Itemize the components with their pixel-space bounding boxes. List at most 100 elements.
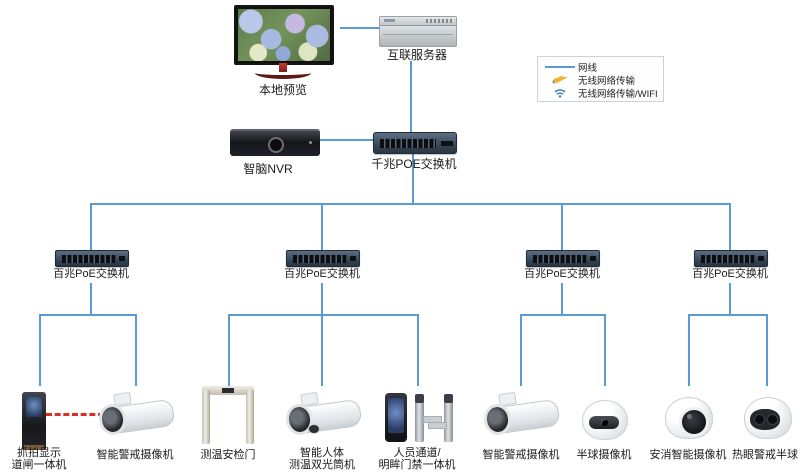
switch-uplink-port (758, 256, 764, 261)
turnstile-right-arm (428, 422, 447, 429)
label-line1: 智能警戒摄像机 (96, 449, 174, 461)
face-terminal-screen (388, 398, 404, 433)
switch-uplink-port (590, 256, 596, 261)
switch-ports (533, 255, 587, 263)
bullet-camera-1-label: 智能警戒摄像机 (97, 449, 174, 461)
access-switch-3-label: 百兆PoE交换机 (524, 268, 600, 280)
turnstile-left-post (415, 400, 424, 442)
thermal-dome-label: 热眼警戒半球 (732, 449, 798, 461)
bullet-camera-2-label: 智能警戒摄像机 (483, 449, 560, 461)
barrier-arm (46, 413, 104, 416)
cable-drop-4 (321, 316, 323, 386)
server-seam (383, 34, 453, 35)
monitor-label: 本地预览 (258, 83, 308, 97)
turnstile-left-cap (415, 394, 424, 403)
turret-camera-device (662, 394, 714, 444)
core-switch-ports (380, 139, 436, 148)
server-vents (426, 19, 452, 23)
label-line2: 测温双光筒机 (289, 459, 355, 471)
label-line2: 明眸门禁一体机 (378, 459, 456, 471)
cable-stem-2 (321, 205, 323, 250)
gate-right-post (246, 390, 254, 444)
dome-lens (601, 419, 608, 426)
security-gate-device (202, 386, 254, 444)
label-line1: 测温安检门 (200, 449, 256, 461)
label-line1: 半球摄像机 (576, 449, 632, 461)
switch-uplink-port (119, 256, 125, 261)
label-line1: 智能人体 (300, 447, 344, 459)
legend-wireless-item: 无线网络传输 (542, 73, 659, 87)
turret-lens-glint (687, 414, 692, 419)
barrier-gate-device (22, 392, 46, 450)
access-switch-4 (694, 250, 768, 267)
barrier-gate-screen (26, 397, 42, 417)
barrier-gate-base (24, 445, 44, 450)
cable-drop-1 (39, 316, 41, 386)
monitor-picture (238, 9, 330, 61)
legend-wifi-item: 无线网络传输/WIFI (542, 86, 659, 100)
server-device (379, 16, 457, 47)
bullet-camera-2 (479, 388, 563, 442)
cable-branch-3 (520, 314, 606, 316)
cable-drop-3 (228, 316, 230, 386)
cable-core-trunk (412, 152, 414, 205)
access-switch-1 (55, 250, 129, 267)
server-logo (384, 19, 395, 22)
cable-drop-7 (604, 316, 606, 386)
cable-line-icon (542, 65, 578, 68)
access-switch-2 (286, 250, 360, 267)
thermal-lens-1 (754, 414, 765, 425)
thermal-lens-2 (767, 414, 778, 425)
legend-cable-label: 网线 (578, 62, 598, 74)
monitor-screen (234, 5, 334, 65)
dome-camera-device (580, 398, 628, 444)
cable-branch-4 (688, 314, 768, 316)
switch-ports (293, 255, 347, 263)
cable-drop-5 (417, 316, 419, 386)
camera-second-lens (308, 424, 320, 434)
cable-server-down (410, 61, 412, 132)
cable-substem-1 (90, 283, 92, 316)
thermal-dome-device (741, 394, 793, 444)
cable-substem-2 (321, 283, 323, 316)
cable-stem-4 (729, 205, 731, 250)
core-switch-device (373, 132, 457, 154)
cable-stem-3 (561, 205, 563, 250)
wifi-icon (542, 87, 578, 98)
cable-substem-4 (729, 283, 731, 316)
cable-nvr-core (320, 139, 373, 141)
gate-display (222, 388, 234, 393)
cable-substem-3 (561, 283, 563, 316)
thermal-bullet-camera (281, 388, 365, 442)
label-line1: 热眼警戒半球 (732, 449, 798, 461)
monitor-device (234, 5, 334, 81)
cable-stem-1 (90, 205, 92, 250)
access-switch-3 (526, 250, 600, 267)
turnstile-right-post (444, 400, 453, 442)
access-terminal-label: 人员通道/ 明眸门禁一体机 (379, 447, 456, 471)
legend-wifi-label: 无线网络传输/WIFI (578, 88, 658, 100)
label-line1: 安消智能摄像机 (649, 449, 727, 461)
access-switch-1-label: 百兆PoE交换机 (53, 268, 129, 280)
dome-camera-label: 半球摄像机 (577, 449, 632, 461)
bullet-camera-1 (94, 388, 178, 442)
cable-branch-1 (39, 314, 137, 316)
monitor-stand-base (255, 67, 311, 79)
nvr-label: 智脑NVR (243, 162, 293, 176)
barrier-gate-label: 抓拍显示 道闸一体机 (12, 447, 67, 471)
switch-ports (701, 255, 755, 263)
lightning-icon (542, 74, 578, 85)
cable-drop-8 (688, 316, 690, 386)
switch-uplink-port (350, 256, 356, 261)
access-terminal-device (382, 388, 460, 446)
turnstile-right-cap (444, 394, 453, 403)
server-front-strip (380, 17, 456, 26)
cable-monitor-server (340, 27, 380, 29)
core-switch-label: 千兆POE交换机 (371, 157, 457, 171)
turret-lens-face (679, 407, 709, 437)
nvr-camera-detail (268, 137, 284, 153)
cable-branch-2 (228, 314, 419, 316)
label-line2: 道闸一体机 (11, 459, 67, 471)
label-line1: 抓拍显示 (17, 447, 61, 459)
label-line1: 智能警戒摄像机 (482, 449, 560, 461)
